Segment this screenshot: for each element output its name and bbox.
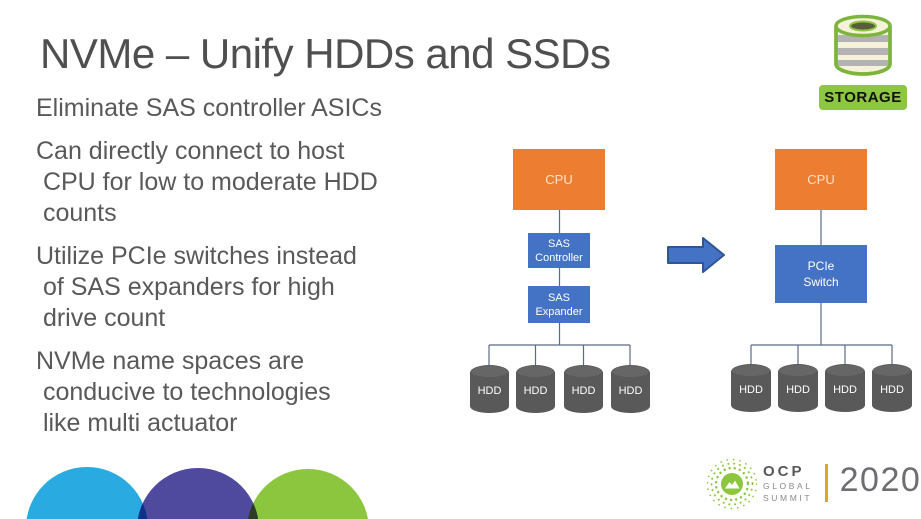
bullet-text: Eliminate SAS controller ASICs bbox=[36, 94, 382, 122]
ocp-sunburst-icon bbox=[706, 458, 758, 510]
after-cpu-box: CPU bbox=[775, 149, 867, 210]
before-sas-controller-label: SAS Controller bbox=[535, 237, 583, 264]
storage-badge: STORAGE bbox=[819, 85, 907, 110]
before-cpu-box: CPU bbox=[513, 149, 605, 210]
hdd-label: HDD bbox=[739, 384, 763, 396]
bullet-text: Utilize PCIe switches instead of SAS exp… bbox=[36, 242, 357, 332]
storage-callout: STORAGE bbox=[818, 13, 908, 110]
logo-divider-bar bbox=[824, 464, 828, 502]
before-hdd-cylinder: HDD bbox=[611, 365, 650, 413]
arrow-right-icon bbox=[667, 237, 725, 273]
after-hdd-cylinder: HDD bbox=[825, 364, 865, 412]
before-sas-expander-box: SAS Expander bbox=[528, 286, 590, 323]
hdd-label: HDD bbox=[833, 384, 857, 396]
bullet-text: NVMe name spaces are conducive to techno… bbox=[36, 347, 331, 437]
ocp-logo-summit: SUMMIT bbox=[763, 493, 813, 503]
ocp-logo-global: GLOBAL bbox=[763, 481, 813, 491]
decorative-venn-circles bbox=[0, 440, 400, 519]
venn-circle-purple bbox=[137, 468, 259, 519]
venn-circle-blue bbox=[26, 467, 148, 519]
storage-disk-stack-icon bbox=[834, 14, 892, 76]
hdd-label: HDD bbox=[523, 385, 548, 397]
summit-year: 2020 bbox=[839, 461, 921, 499]
after-pcie-switch-label: PCIe Switch bbox=[803, 259, 839, 289]
before-sas-controller-box: SAS Controller bbox=[528, 233, 590, 268]
before-hdd-cylinder: HDD bbox=[470, 365, 509, 413]
hdd-label: HDD bbox=[880, 384, 904, 396]
before-hdd-cylinder: HDD bbox=[564, 365, 603, 413]
after-pcie-switch-box: PCIe Switch bbox=[775, 245, 867, 303]
hdd-label: HDD bbox=[786, 384, 810, 396]
hdd-label: HDD bbox=[618, 385, 643, 397]
after-hdd-cylinder: HDD bbox=[731, 364, 771, 412]
ocp-logo-text: OCP GLOBAL SUMMIT bbox=[763, 463, 813, 503]
venn-circle-green bbox=[247, 469, 369, 519]
before-sas-expander-label: SAS Expander bbox=[535, 291, 583, 318]
ocp-summit-logo: OCP GLOBAL SUMMIT 2020 bbox=[706, 458, 921, 510]
after-hdd-cylinder: HDD bbox=[872, 364, 912, 412]
before-hdd-cylinder: HDD bbox=[516, 365, 555, 413]
hdd-label: HDD bbox=[477, 385, 502, 397]
slide-title: NVMe – Unify HDDs and SSDs bbox=[40, 30, 611, 77]
after-cpu-label: CPU bbox=[807, 172, 835, 187]
hdd-label: HDD bbox=[571, 385, 596, 397]
ocp-logo-org: OCP bbox=[763, 463, 805, 480]
bullet-list: Eliminate SAS controller ASICs Can direc… bbox=[36, 93, 466, 451]
after-hdd-cylinder: HDD bbox=[778, 364, 818, 412]
bullet-text: Can directly connect to host CPU for low… bbox=[36, 137, 378, 227]
before-cpu-label: CPU bbox=[545, 172, 573, 187]
